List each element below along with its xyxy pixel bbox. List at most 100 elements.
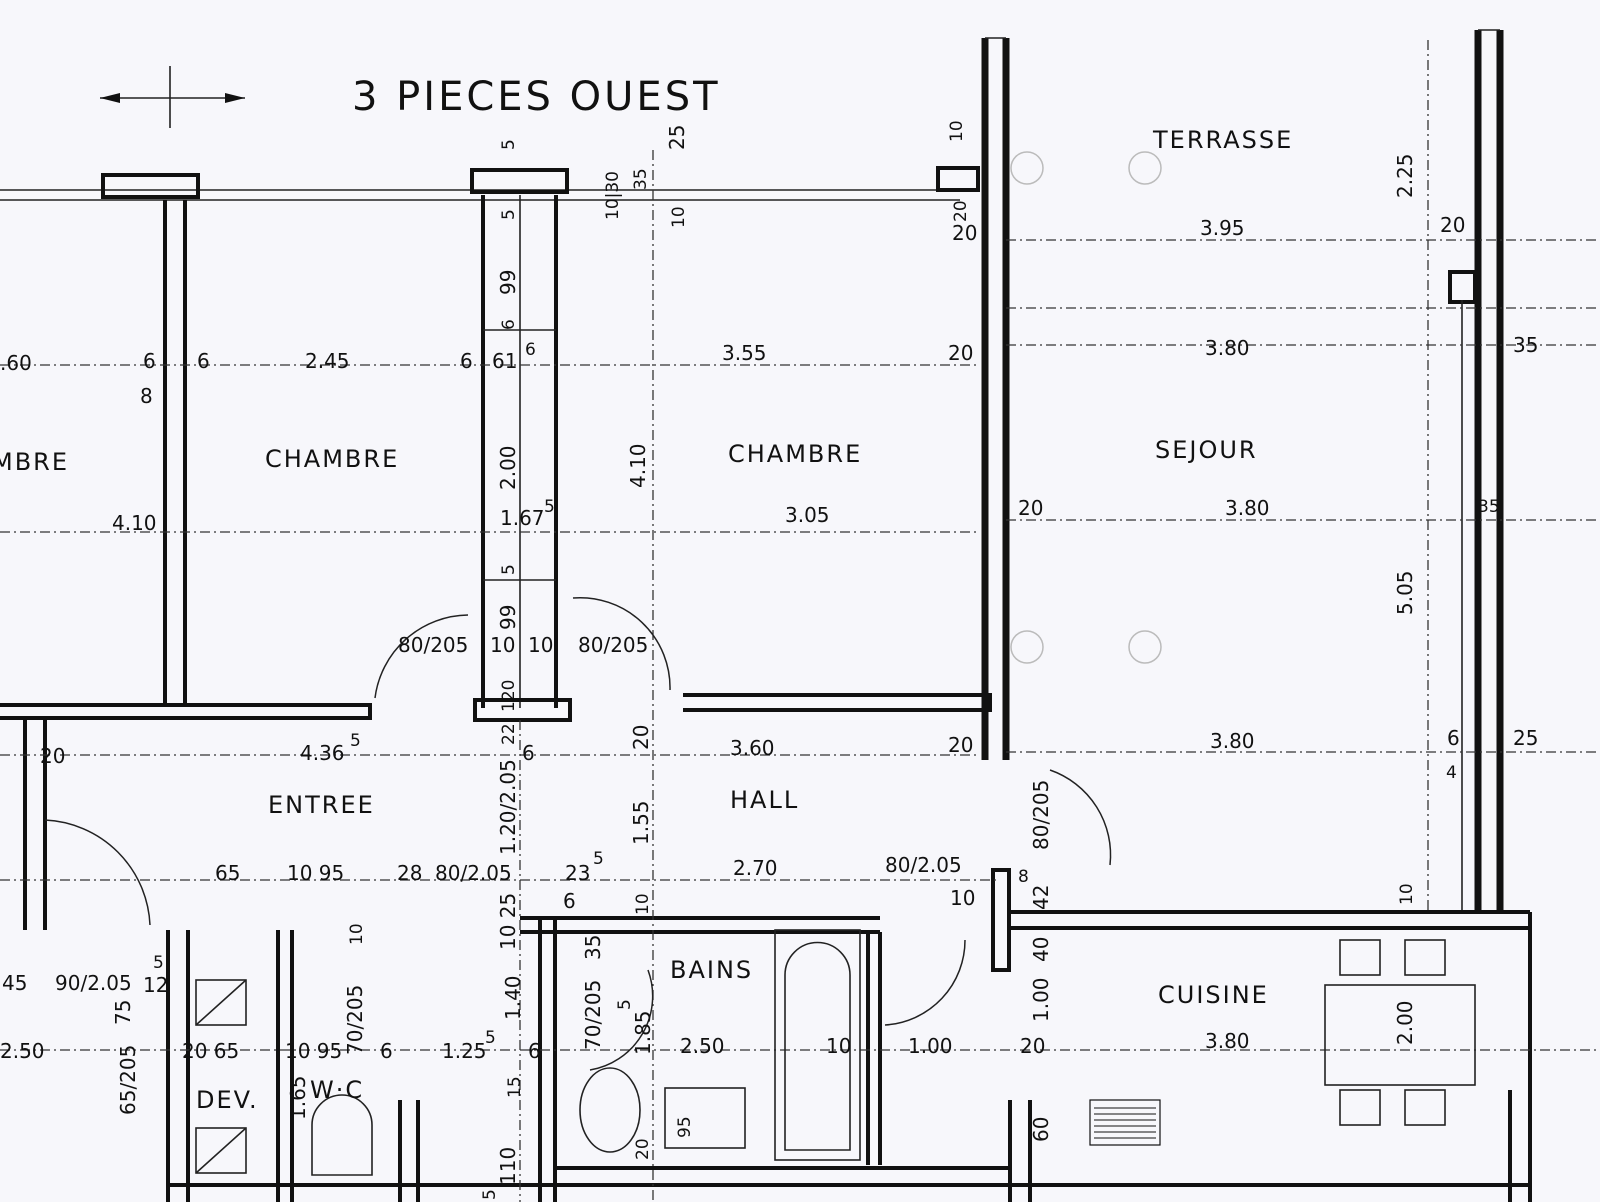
dim-label: 1.00 xyxy=(908,1034,953,1058)
dim-label: 80/205 xyxy=(398,633,468,657)
room-label-entree: ENTREE xyxy=(268,791,375,819)
dim-label: 42 xyxy=(1029,885,1053,910)
dim-label: 4.10 xyxy=(626,443,650,488)
room-label-chambre-1: CHAMBRE xyxy=(265,445,399,473)
dim-label: 1.85 xyxy=(631,1010,655,1055)
dim-label: 20 xyxy=(1020,1034,1045,1058)
dim-label: 10 25 xyxy=(496,893,520,950)
dim-label: 10 95 xyxy=(287,861,344,885)
dim-label: 10 xyxy=(528,633,553,657)
dim-label: 99 xyxy=(496,605,520,630)
dim-label: 2.25 xyxy=(1393,153,1417,198)
bidet xyxy=(579,1067,641,1153)
dim-label: 99 xyxy=(496,270,520,295)
dim-label: 3.80 xyxy=(1205,1029,1250,1053)
dim-label: 4.36 xyxy=(300,741,345,765)
dim-label: 61 xyxy=(492,349,517,373)
dim-label: 5 xyxy=(480,1189,500,1200)
dim-label: 2.45 xyxy=(305,349,350,373)
dim-label: 10 xyxy=(633,893,653,915)
dim-label: 1.00 xyxy=(1029,977,1053,1022)
dim-label: 5 xyxy=(544,497,555,517)
dim-label: 3.95 xyxy=(1200,216,1245,240)
room-label-dev: DEV. xyxy=(196,1086,259,1114)
dim-label: 5 xyxy=(485,1028,496,1048)
dim-label: 10 95 xyxy=(285,1039,342,1063)
dim-label: 10 xyxy=(669,206,689,228)
dim-label: 4.10 xyxy=(112,511,157,535)
dim-label: 5 xyxy=(615,999,635,1010)
dim-label: 10 xyxy=(490,633,515,657)
fixtures xyxy=(195,151,1476,1176)
dim-label: 3.60 xyxy=(730,736,775,760)
dim-label: 6 xyxy=(380,1039,393,1063)
dim-label: 75 xyxy=(111,1000,135,1025)
dim-label: 35 xyxy=(631,168,651,190)
dim-label: 3.80 xyxy=(1205,336,1250,360)
dim-label: 80/2.05 xyxy=(435,861,512,885)
dim-label: 15 xyxy=(505,1076,525,1098)
dim-label: 3.80 xyxy=(1225,496,1270,520)
doors xyxy=(44,596,1112,1071)
dim-label: 8 xyxy=(1018,867,1029,887)
dim-label: 2.50 xyxy=(680,1034,725,1058)
dim-label: 2.70 xyxy=(733,856,778,880)
dim-label: 2.00 xyxy=(1393,1000,1417,1045)
dim-label: 65/205 xyxy=(116,1045,140,1115)
room-label-chambre-2: CHAMBRE xyxy=(728,440,862,468)
dim-label: 6 xyxy=(528,1039,541,1063)
dim-label: 1.67 xyxy=(500,506,545,530)
dim-label: 6 xyxy=(525,340,536,360)
bathtub-inner xyxy=(784,941,851,1151)
dim-label: 5 xyxy=(153,953,164,973)
dim-label: 35 xyxy=(581,935,605,960)
dim-label: 35 xyxy=(1513,333,1538,357)
dim-label: 2.50 xyxy=(0,1039,45,1063)
dim-label: 6 xyxy=(143,349,156,373)
walls xyxy=(0,29,1532,1202)
dim-label: 20 xyxy=(40,744,65,768)
dim-label: 10 xyxy=(1397,883,1417,905)
dim-label: 22 xyxy=(499,723,519,745)
dim-label: 10 xyxy=(950,886,975,910)
dim-label: 5 xyxy=(499,139,519,150)
dim-label: 25 xyxy=(1513,726,1538,750)
dim-label: 3.80 xyxy=(1210,729,1255,753)
washbasin xyxy=(664,1087,746,1149)
dim-label: 20 xyxy=(629,725,653,750)
room-label-sejour: SEJOUR xyxy=(1155,436,1258,464)
dim-label: 20 xyxy=(951,200,971,222)
dim-label: 40 xyxy=(1029,937,1053,962)
radiator xyxy=(1089,1099,1161,1146)
dim-label: 5.05 xyxy=(1393,570,1417,615)
dimension-labels: .60 6 8 6 2.45 6 61 6 3.55 20 3.80 35 3.… xyxy=(0,120,1538,1200)
dim-label: 6 xyxy=(1447,726,1460,750)
room-label-bains: BAINS xyxy=(670,956,753,984)
dim-label: 20 xyxy=(948,733,973,757)
dim-label: 3.05 xyxy=(785,503,830,527)
dim-label: 120 xyxy=(499,680,519,712)
dim-label: 10 xyxy=(947,120,967,142)
dim-label: 6 xyxy=(197,349,210,373)
dim-label: 1.65 xyxy=(286,1075,310,1120)
dim-label: 80/205 xyxy=(1029,780,1053,850)
dim-label: .60 xyxy=(0,351,32,375)
wc-toilet xyxy=(311,1094,373,1176)
dim-label: 35 xyxy=(1478,497,1500,517)
dim-label: 6 xyxy=(563,889,576,913)
dim-label: 20 xyxy=(633,1138,653,1160)
room-labels: MBRE CHAMBRE CHAMBRE TERRASSE SEJOUR ENT… xyxy=(0,126,1291,1114)
dim-label: 5 xyxy=(499,564,519,575)
dimension-lines xyxy=(0,40,1600,1202)
dim-label: 20 xyxy=(1018,496,1043,520)
dim-label: 80/2.05 xyxy=(885,853,962,877)
dim-label: 10 xyxy=(347,923,367,945)
dim-label: 70/205 xyxy=(581,980,605,1050)
dim-label: 95 xyxy=(675,1116,695,1138)
cabinet-upper xyxy=(195,979,247,1026)
room-label-cuisine: CUISINE xyxy=(1158,981,1269,1009)
room-label-wc: W·C xyxy=(310,1076,364,1104)
room-label-hall: HALL xyxy=(730,786,799,814)
bathtub xyxy=(774,929,861,1161)
